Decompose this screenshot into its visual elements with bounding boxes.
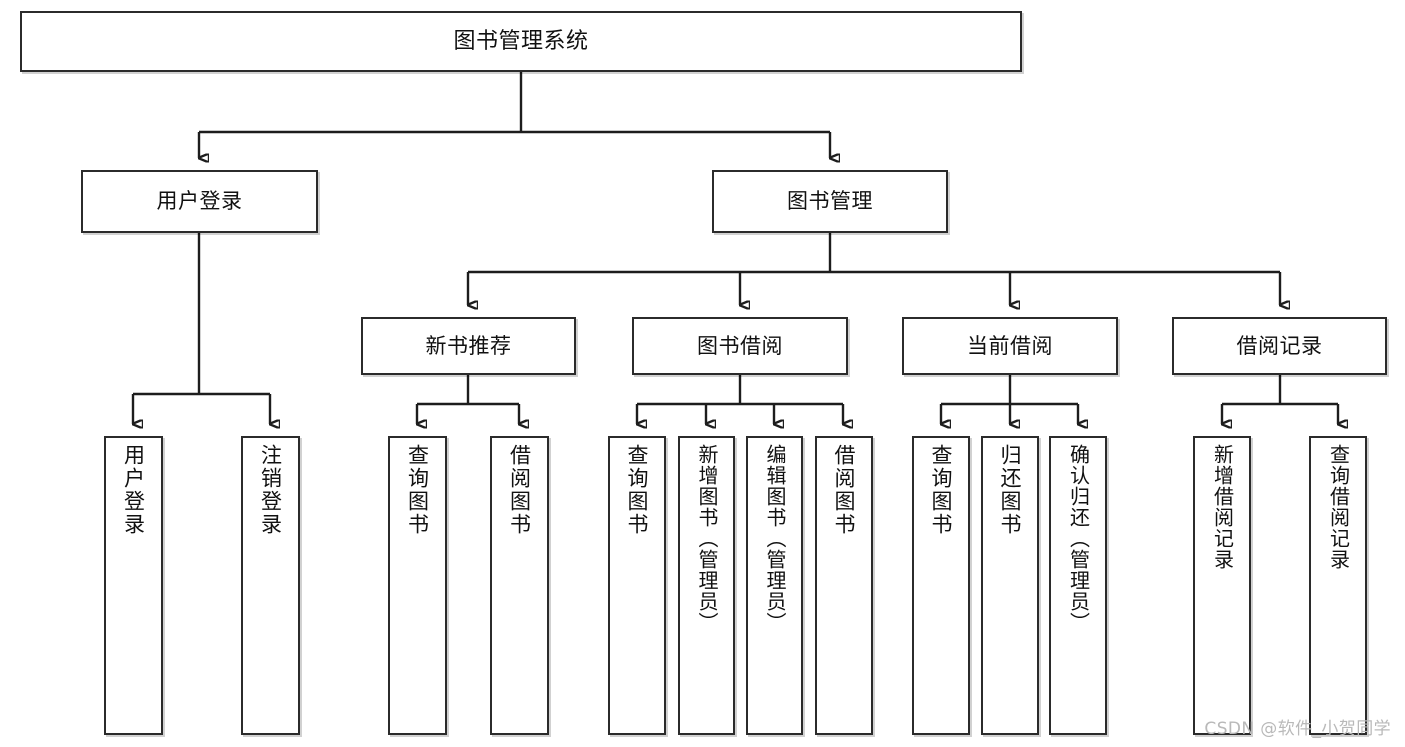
node-label: 图书管理系统	[453, 28, 589, 54]
node-label: 确认归还（管理员）	[1066, 444, 1091, 633]
node-leaf-borrow-book-recommend[interactable]: 借阅图书	[490, 436, 549, 735]
node-label: 借阅记录	[1236, 333, 1323, 358]
node-label: 用户登录	[156, 189, 243, 214]
node-new-book-recommend[interactable]: 新书推荐	[361, 317, 576, 375]
node-leaf-edit-book-admin[interactable]: 编辑图书（管理员）	[746, 436, 803, 735]
node-label: 新书推荐	[425, 333, 512, 358]
node-leaf-query-book-current[interactable]: 查询图书	[912, 436, 970, 735]
node-root-book-management-system[interactable]: 图书管理系统	[20, 11, 1022, 72]
node-leaf-borrow-book[interactable]: 借阅图书	[815, 436, 873, 735]
node-book-management[interactable]: 图书管理	[712, 170, 948, 233]
node-label: 查询图书	[625, 444, 650, 536]
node-label: 归还图书	[998, 444, 1023, 536]
node-label: 查询借阅记录	[1326, 444, 1351, 570]
node-label: 查询图书	[929, 444, 954, 536]
node-label: 图书管理	[787, 189, 873, 214]
node-current-borrow[interactable]: 当前借阅	[902, 317, 1118, 375]
node-label: 新增图书（管理员）	[695, 444, 719, 633]
node-borrow-record[interactable]: 借阅记录	[1172, 317, 1387, 375]
node-leaf-query-book-borrow[interactable]: 查询图书	[608, 436, 666, 735]
node-label: 注销登录	[258, 444, 283, 536]
node-label: 借阅图书	[507, 444, 532, 536]
node-label: 图书借阅	[697, 333, 783, 358]
node-book-borrow[interactable]: 图书借阅	[632, 317, 848, 375]
node-leaf-query-borrow-record[interactable]: 查询借阅记录	[1309, 436, 1367, 735]
node-label: 编辑图书（管理员）	[763, 444, 787, 633]
node-label: 当前借阅	[967, 333, 1053, 358]
node-leaf-query-book-recommend[interactable]: 查询图书	[388, 436, 447, 735]
node-user-login[interactable]: 用户登录	[81, 170, 318, 233]
node-leaf-add-borrow-record[interactable]: 新增借阅记录	[1193, 436, 1251, 735]
node-label: 查询图书	[405, 444, 430, 536]
node-label: 借阅图书	[832, 444, 857, 536]
node-leaf-user-login[interactable]: 用户登录	[104, 436, 163, 735]
node-leaf-logout[interactable]: 注销登录	[241, 436, 300, 735]
node-label: 用户登录	[121, 444, 146, 536]
node-label: 新增借阅记录	[1210, 444, 1235, 570]
node-leaf-return-book[interactable]: 归还图书	[981, 436, 1039, 735]
node-leaf-confirm-return-admin[interactable]: 确认归还（管理员）	[1049, 436, 1107, 735]
node-leaf-add-book-admin[interactable]: 新增图书（管理员）	[678, 436, 735, 735]
